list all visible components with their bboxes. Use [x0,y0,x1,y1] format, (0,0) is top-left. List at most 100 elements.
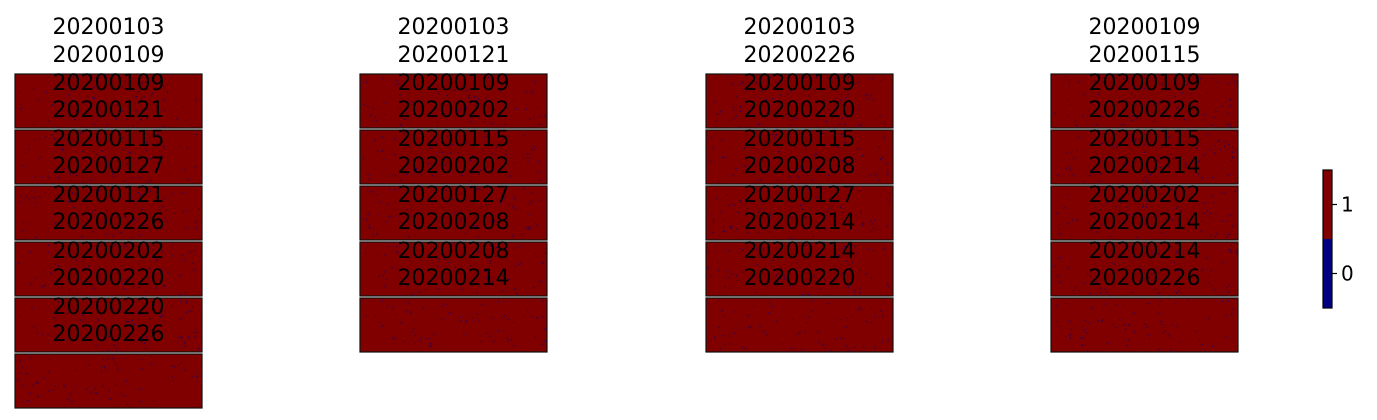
cell-label-line-1: 20200214 [1089,239,1201,264]
heatmap-speckle [80,132,82,134]
heatmap-speckle [885,162,888,165]
heatmap-speckle [1168,335,1170,337]
heatmap-speckle [544,340,546,342]
heatmap-speckle [1210,285,1213,287]
heatmap-speckle [873,249,875,252]
heatmap-speckle [1220,148,1222,151]
heatmap-speckle [25,373,28,375]
heatmap-speckle [143,342,146,344]
heatmap-speckle [1226,236,1229,238]
heatmap-speckle [846,326,848,329]
heatmap-speckle [507,339,509,342]
heatmap-speckle [1066,99,1069,101]
heatmap-speckle [1158,253,1160,255]
heatmap-speckle [1196,147,1198,149]
heatmap-speckle [133,324,135,326]
heatmap-speckle [868,98,870,100]
heatmap-speckle [187,178,189,180]
heatmap-speckle [854,346,856,348]
heatmap-speckle [1131,119,1133,121]
heatmap-speckle [132,286,135,288]
heatmap-speckle [508,319,510,321]
heatmap-speckle [1147,181,1149,184]
heatmap-speckle [768,231,770,233]
heatmap-speckle [1203,202,1205,204]
heatmap-speckle [1208,275,1210,278]
heatmap-speckle [729,147,731,149]
heatmap-speckle [396,245,398,247]
heatmap-speckle [159,316,162,318]
heatmap-speckle [145,223,147,226]
heatmap-speckle [46,91,48,94]
heatmap-speckle [520,234,523,236]
heatmap-speckle [369,227,372,229]
heatmap-speckle [198,208,200,210]
heatmap-speckle [179,274,181,276]
cell-label-line-1: 20200202 [1089,183,1201,208]
heatmap-speckle [75,110,77,112]
heatmap-speckle [375,120,378,122]
heatmap-speckle [1079,337,1081,339]
heatmap-speckle [454,266,456,269]
heatmap-speckle [391,267,393,269]
heatmap-speckle [480,341,482,343]
heatmap-speckle [1123,324,1125,326]
heatmap-speckle [754,274,756,276]
heatmap-speckle [728,250,730,252]
heatmap-speckle [1132,213,1135,215]
heatmap-speckle [94,209,96,211]
heatmap-speckle [63,82,65,84]
heatmap-speckle [732,106,734,108]
heatmap-speckle [717,269,719,271]
heatmap-speckle [86,199,88,201]
heatmap-speckle [157,143,159,145]
heatmap-speckle [138,90,140,92]
heatmap-speckle [1196,223,1198,225]
heatmap-speckle [839,123,841,125]
heatmap-cell-fill [14,185,203,241]
heatmap-speckle [808,293,810,295]
heatmap-speckle [806,174,809,176]
heatmap-speckle [82,181,84,183]
heatmap-speckle [1225,101,1227,103]
heatmap-speckle [1164,155,1166,157]
heatmap-speckle [718,300,720,302]
heatmap-speckle [433,333,435,335]
heatmap-speckle [1120,201,1122,203]
heatmap-speckle [503,123,505,126]
heatmap-speckle [1165,112,1167,114]
cell-label-line-2: 20200208 [744,154,856,179]
heatmap-speckle [376,233,378,235]
heatmap-speckle [859,287,861,289]
heatmap-speckle [1225,314,1227,316]
heatmap-speckle [164,197,166,199]
heatmap-speckle [535,252,537,255]
heatmap-speckle [395,79,397,82]
heatmap-speckle [443,164,445,166]
heatmap-speckle [880,310,882,312]
heatmap-speckle [437,93,439,95]
heatmap-speckle [816,168,818,170]
heatmap-speckle [721,310,723,312]
heatmap-speckle [75,193,77,196]
heatmap-speckle [1218,139,1221,142]
heatmap-speckle [1064,336,1067,338]
heatmap-speckle [1232,225,1234,227]
heatmap-speckle [1139,138,1141,140]
heatmap-speckle [419,340,421,342]
heatmap-speckle [761,90,763,92]
heatmap-speckle [1135,211,1137,214]
heatmap-speckle [115,348,117,350]
heatmap-speckle [766,334,768,336]
heatmap-speckle [791,119,793,121]
heatmap-speckle [862,224,864,226]
heatmap-speckle [445,189,447,191]
heatmap-speckle [882,316,884,318]
heatmap-speckle [1222,300,1224,302]
heatmap-speckle [506,154,508,156]
heatmap-speckle [406,208,408,210]
heatmap-speckle [47,244,49,246]
heatmap-speckle [164,100,166,102]
heatmap-speckle [885,173,887,175]
